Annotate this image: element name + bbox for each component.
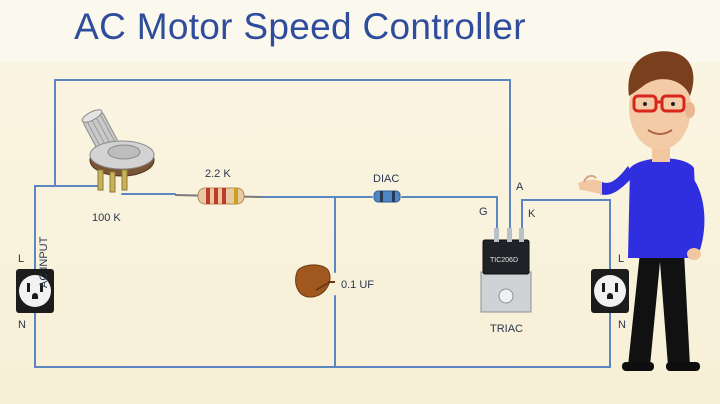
right-outlet-neutral-label: N xyxy=(618,319,626,331)
right-outlet xyxy=(591,269,629,313)
left-outlet xyxy=(16,269,54,313)
resistor-2k2 xyxy=(174,187,263,205)
resistor-label: 2.2 K xyxy=(205,168,231,180)
wires xyxy=(34,79,611,368)
ac-input-label: AC INPUT xyxy=(38,236,50,288)
wire-cathode-outlet xyxy=(521,199,611,271)
title-band xyxy=(0,0,720,62)
triac-label: TRIAC xyxy=(490,323,523,335)
wire-diac-gate xyxy=(401,196,498,231)
potentiometer-label: 100 K xyxy=(92,212,121,224)
triac xyxy=(480,228,532,313)
diac xyxy=(373,190,401,203)
left-outlet-line-label: L xyxy=(18,253,25,265)
diac-label: DIAC xyxy=(373,173,400,185)
diagram-title: AC Motor Speed Controller xyxy=(74,6,526,47)
wire-left-upper xyxy=(34,185,101,271)
triac-cathode-label: K xyxy=(528,208,536,220)
triac-part-number: TIC206D xyxy=(490,257,519,264)
presenter-illustration xyxy=(578,51,705,371)
right-outlet-line-label: L xyxy=(618,253,625,265)
wire-top-loop xyxy=(54,79,511,231)
triac-anode-label: A xyxy=(516,181,524,193)
wire-bottom xyxy=(34,311,611,368)
potentiometer xyxy=(81,109,155,193)
triac-gate-label: G xyxy=(479,206,488,218)
left-outlet-neutral-label: N xyxy=(18,319,26,331)
capacitor xyxy=(295,264,335,298)
capacitor-label: 0.1 UF xyxy=(341,279,375,291)
